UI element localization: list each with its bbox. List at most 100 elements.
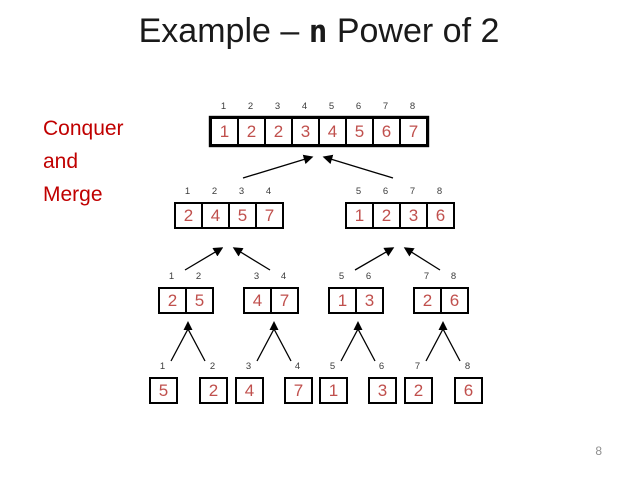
cell-index-label: 5 [355,186,362,197]
side-label-line: and [43,150,79,173]
array-cell: 6 [426,202,455,229]
array-cell: 7 [399,117,428,146]
cell-index-label: 2 [211,186,218,197]
array-cell: 4 [243,287,272,314]
cell-value: 2 [413,380,424,400]
array-cell: 3 [368,377,397,404]
cell-value: 2 [246,121,257,141]
cell-index-label: 1 [168,271,175,282]
cell-index-label: 1 [184,186,191,197]
cell-index-label: 6 [378,361,385,372]
array-row: 3 [368,377,397,404]
array-row: 4 [235,377,264,404]
array-cell: 5 [228,202,257,229]
index-label-row: 5 [319,361,346,372]
page-number: 8 [595,444,602,458]
array-cell: 2 [372,202,401,229]
cell-value: 6 [463,380,474,400]
cell-value: 6 [449,290,460,310]
title-text-before: Example – [138,12,309,50]
array-cell: 4 [318,117,347,146]
array-cell: 3 [355,287,384,314]
side-label-line: Merge [43,183,103,206]
cell-index-label: 3 [245,361,252,372]
array-row: 7 [284,377,313,404]
title-text-after: Power of 2 [327,12,500,50]
cell-value: 6 [435,205,446,225]
cell-value: 2 [273,121,284,141]
conquer-and-merge-label: Conquer and Merge [43,112,124,211]
side-label-line: Conquer [43,117,124,140]
array-row: 6 [454,377,483,404]
array-cell: 5 [345,117,374,146]
cell-value: 2 [183,205,194,225]
array-cell: 3 [291,117,320,146]
cell-value: 1 [328,380,339,400]
array-cell: 2 [237,117,266,146]
cell-value: 3 [300,121,311,141]
cell-value: 2 [381,205,392,225]
cell-index-label: 8 [436,186,443,197]
array-row: 5 [149,377,178,404]
cell-index-label: 8 [464,361,471,372]
cell-index-label: 6 [382,186,389,197]
cell-index-label: 5 [328,101,335,112]
cell-index-label: 3 [253,271,260,282]
array-cell: 6 [372,117,401,146]
cell-value: 5 [194,290,205,310]
array-cell: 1 [210,117,239,146]
array-cell: 4 [235,377,264,404]
cell-value: 2 [422,290,433,310]
cell-value: 2 [167,290,178,310]
array-cell: 2 [264,117,293,146]
cell-index-label: 3 [274,101,281,112]
array-cell: 5 [185,287,214,314]
cell-value: 7 [408,121,419,141]
array-cell: 7 [284,377,313,404]
cell-index-label: 1 [159,361,166,372]
cell-index-label: 4 [265,186,272,197]
cell-value: 4 [210,205,221,225]
cell-index-label: 7 [414,361,421,372]
cell-index-label: 5 [338,271,345,282]
cell-index-label: 8 [409,101,416,112]
cell-value: 3 [377,380,388,400]
slide-title: Example – n Power of 2 [0,12,638,51]
cell-value: 7 [264,205,275,225]
cell-value: 4 [244,380,255,400]
cell-index-label: 7 [423,271,430,282]
array-row: 2 [199,377,228,404]
cell-value: 1 [337,290,348,310]
index-label-row: 6 [368,361,395,372]
cell-index-label: 4 [280,271,287,282]
array-cell: 2 [174,202,203,229]
cell-index-label: 4 [301,101,308,112]
index-label-row: 8 [454,361,481,372]
index-label-row: 7 [404,361,431,372]
array-row: 1 [319,377,348,404]
index-label-row: 3 [235,361,262,372]
cell-value: 5 [158,380,169,400]
array-cell: 1 [319,377,348,404]
array-cell: 7 [270,287,299,314]
